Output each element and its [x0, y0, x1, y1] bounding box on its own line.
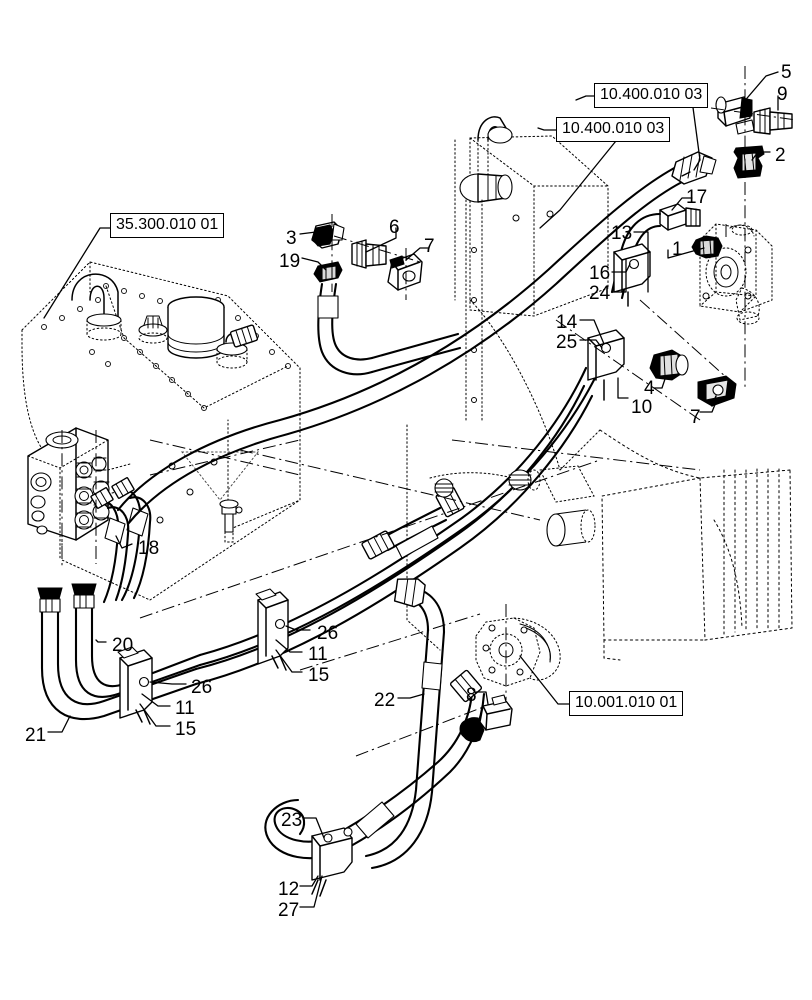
- reference-box-10-001-010-01[interactable]: 10.001.010 01: [569, 691, 684, 716]
- callout-11-upper: 11: [308, 644, 328, 665]
- callout-4: 4: [644, 378, 655, 399]
- callout-26-lower: 26: [191, 677, 213, 698]
- fitting-6-adapter: [351, 239, 387, 269]
- callout-26-upper: 26: [317, 623, 339, 644]
- gear-pump: [475, 617, 561, 687]
- callout-12: 12: [278, 879, 300, 900]
- fitting-19: [313, 261, 343, 283]
- callout-2: 2: [775, 145, 786, 166]
- callout-17: 17: [686, 187, 708, 208]
- hose-clamp-14: [587, 329, 625, 401]
- fitting-3-elbow: [311, 221, 345, 249]
- callout-9: 9: [777, 84, 788, 105]
- fuel-tank-phantom: [459, 116, 609, 421]
- hose-clamp-13: [613, 243, 651, 307]
- hose-end-fitting-upper: [671, 151, 717, 185]
- hose-22: [364, 578, 446, 870]
- callout-23: 23: [281, 810, 303, 831]
- callout-27: 27: [278, 900, 300, 921]
- fitting-7-right: [697, 375, 737, 407]
- callout-7-top: 7: [424, 236, 435, 257]
- reference-box-10-400-010-03-left[interactable]: 10.400.010 03: [556, 117, 671, 142]
- callout-15-upper: 15: [308, 665, 330, 686]
- callout-20: 20: [112, 635, 134, 656]
- hose-clamp-upper: [255, 588, 289, 671]
- fitting-7-top: [387, 253, 423, 291]
- fitting-5-tee: [715, 96, 755, 135]
- hose-clamp-lower: [117, 646, 153, 725]
- control-valve-block: [27, 427, 133, 561]
- callout-24: 24: [589, 283, 611, 304]
- fitting-4: [649, 349, 689, 381]
- hose-20-21-loop: [37, 583, 202, 721]
- callout-11-lower: 11: [175, 698, 195, 719]
- callout-7-right: 7: [690, 407, 701, 428]
- short-connector-hose-center: [361, 465, 595, 560]
- hydraulic-reservoir-phantom: [21, 261, 301, 601]
- callout-16: 16: [589, 263, 611, 284]
- leader-lines: [43, 71, 779, 908]
- axis-centerlines: [61, 66, 797, 757]
- callout-14: 14: [556, 312, 578, 333]
- callout-1: 1: [672, 239, 683, 260]
- hose-clamp-bottom: [311, 827, 353, 897]
- reference-box-35-300-010-01[interactable]: 35.300.010 01: [110, 213, 225, 238]
- fitting-8: [459, 694, 513, 743]
- callout-21: 21: [25, 725, 47, 746]
- callout-25: 25: [556, 332, 578, 353]
- callout-5: 5: [781, 62, 792, 83]
- callout-8: 8: [466, 685, 477, 706]
- callout-19: 19: [279, 251, 301, 272]
- callout-15-lower: 15: [175, 719, 197, 740]
- callout-10: 10: [631, 397, 653, 418]
- callout-18: 18: [138, 538, 160, 559]
- main-hose-bundle: [116, 164, 684, 686]
- hose-19-short: [317, 282, 462, 376]
- reference-box-10-400-010-03-right[interactable]: 10.400.010 03: [594, 83, 709, 108]
- fitting-2-connector: [733, 145, 765, 179]
- machine-frame-phantom: [406, 139, 793, 661]
- fitting-1: [691, 235, 723, 259]
- fitting-9-adapter: [753, 107, 793, 135]
- callout-3: 3: [286, 228, 297, 249]
- callout-22: 22: [374, 690, 396, 711]
- callout-13: 13: [611, 223, 633, 244]
- hydraulic-pump-top-right: [699, 223, 773, 325]
- callout-6: 6: [389, 217, 400, 238]
- fitting-17: [610, 203, 701, 300]
